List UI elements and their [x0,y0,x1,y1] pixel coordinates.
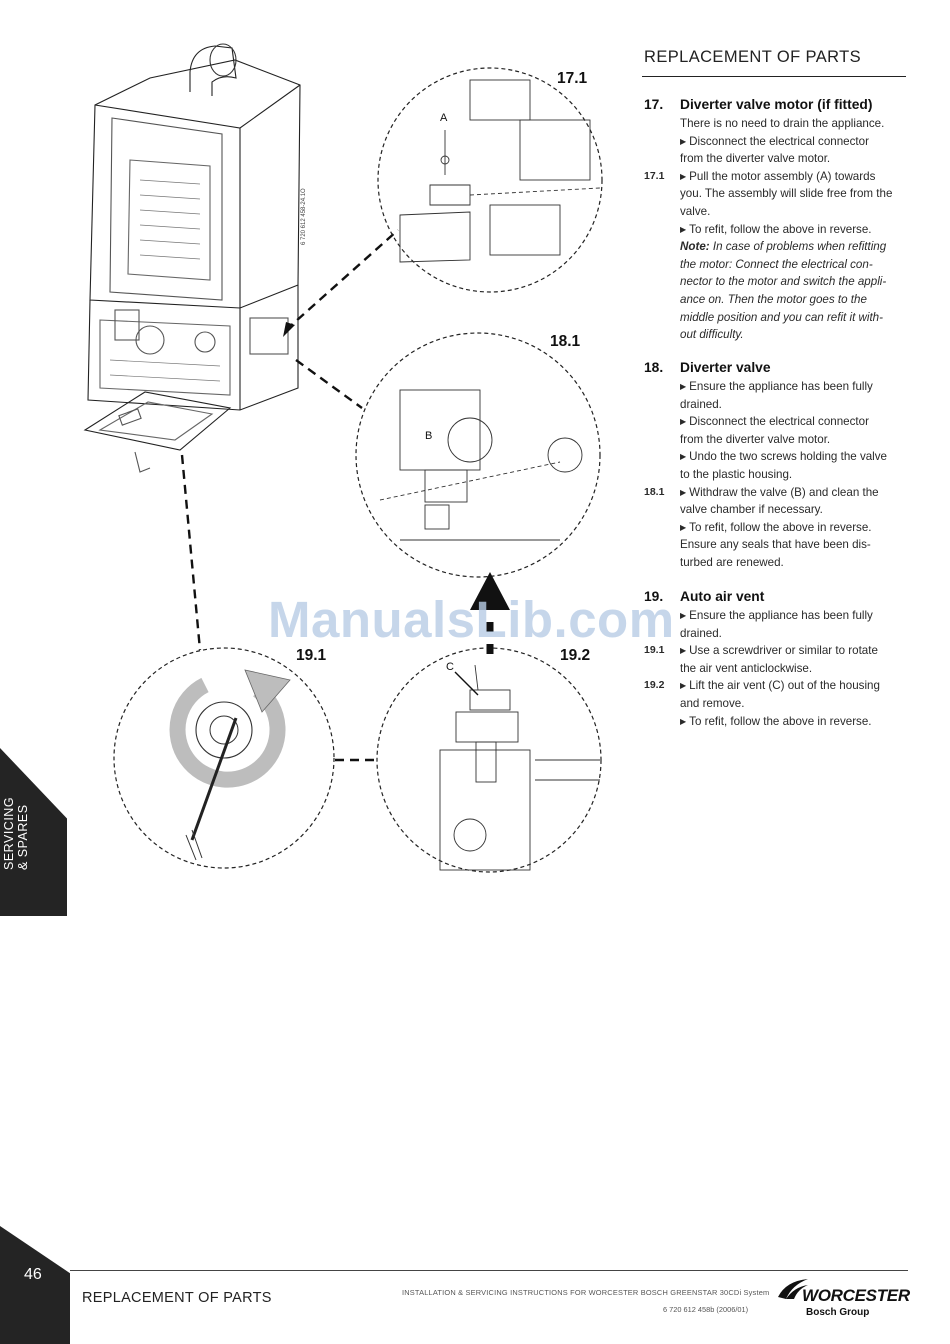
boiler-casing [89,59,301,309]
side-tab-label: SERVICING & SPARES [2,796,30,870]
leader-to-17-1 [285,229,399,331]
drawing-code: 6 720 612 458-24.1O [301,188,307,245]
footer-document-code: 6 720 612 458b (2006/01) [663,1305,749,1314]
section-17: 17.Diverter valve motor (if fitted) Ther… [644,95,908,344]
section-19: 19.Auto air vent ▶Ensure the appliance h… [644,587,908,730]
callout-a: A [440,112,448,124]
detail-circle-19-1 [113,647,335,869]
detail-circle-17-1 [377,67,603,293]
title-rule [642,76,906,77]
section-18-heading: 18.Diverter valve [644,360,771,375]
figure-label-17-1: 17.1 [557,70,588,87]
footer-document-title: INSTALLATION & SERVICING INSTRUCTIONS FO… [402,1288,770,1297]
page-number-tab [0,1226,70,1344]
figure-label-19-2: 19.2 [560,647,591,664]
worcester-logo-swoosh-icon [778,1279,808,1299]
figure-label-19-1: 19.1 [296,647,327,664]
footer-section-title: REPLACEMENT OF PARTS [82,1290,272,1306]
callout-b: B [425,430,433,442]
leader-to-19-1 [180,454,202,651]
brand-logo: WORCESTER [802,1286,910,1305]
leader-to-18-1 [295,359,363,409]
section-18: 18.Diverter valve ▶Ensure the appliance … [644,358,908,572]
boiler-illustration: 6 720 612 458-24.1O [83,43,603,873]
control-fascia [83,391,232,451]
page-number: 46 [24,1266,42,1283]
footer-rule [70,1270,908,1271]
brand-subtitle: Bosch Group [806,1307,870,1318]
page-section-title: REPLACEMENT OF PARTS [644,48,862,66]
section-19-heading: 19.Auto air vent [644,589,765,604]
watermark: ManualsLib.com [268,591,675,648]
section-17-heading: 17.Diverter valve motor (if fitted) [644,97,873,112]
detail-circle-18-1 [355,332,601,578]
callout-c: C [446,661,454,673]
figure-label-18-1: 18.1 [550,333,581,350]
